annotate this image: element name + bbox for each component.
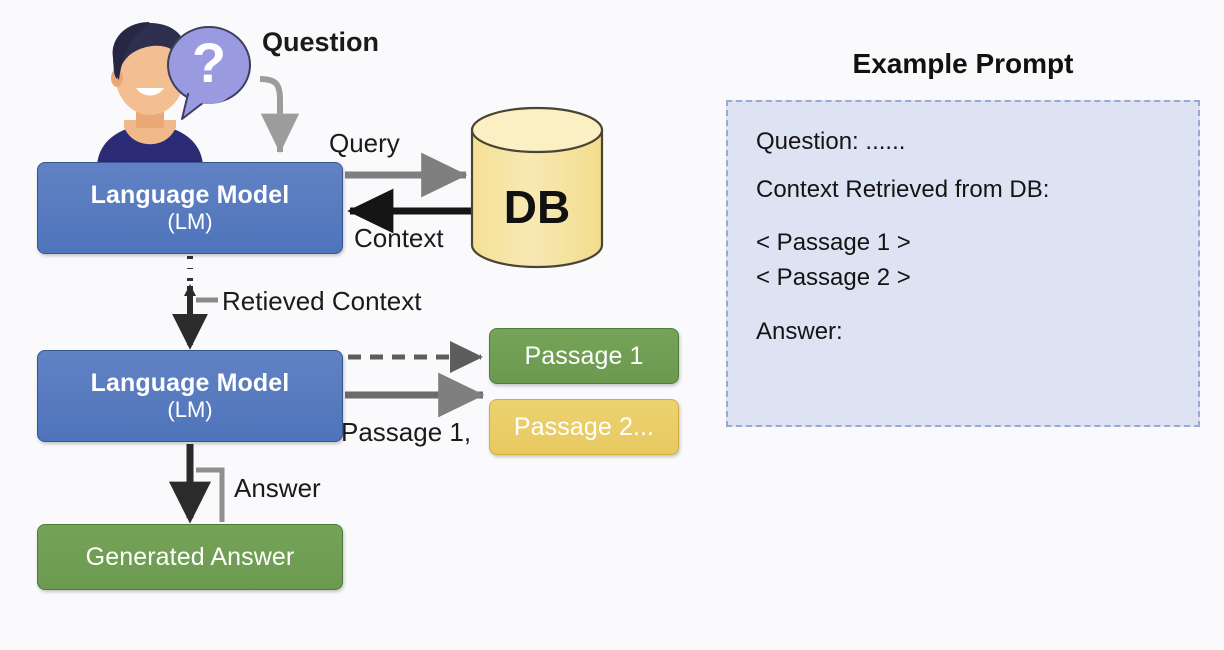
generated-answer-box[interactable]: Generated Answer <box>37 524 343 590</box>
passage-2-label: Passage 2... <box>513 413 655 441</box>
label-query: Query <box>329 128 400 158</box>
label-context: Context <box>354 223 444 253</box>
prompt-line-passage-1: < Passage 1 > <box>756 229 911 256</box>
passage-2-box[interactable]: Passage 2... <box>489 399 679 455</box>
prompt-spacer-3 <box>756 296 1182 320</box>
prompt-spacer-1 <box>756 154 1182 178</box>
passage-1-label: Passage 1 <box>524 342 644 370</box>
edge-question-to-lm <box>259 76 300 154</box>
lm-bottom-subtitle: (LM) <box>167 397 213 423</box>
language-model-bottom[interactable]: Language Model (LM) <box>37 350 343 442</box>
passage-1-box[interactable]: Passage 1 <box>489 328 679 384</box>
svg-text:DB: DB <box>504 181 570 233</box>
label-passage-1-comma: Passage 1, <box>341 417 472 447</box>
user-avatar-icon <box>97 22 203 176</box>
edge-retrieved-up-head <box>184 284 196 296</box>
svg-text:?: ? <box>192 31 226 94</box>
example-prompt-title: Example Prompt <box>852 48 1074 79</box>
label-answer: Answer <box>234 473 321 503</box>
prompt-spacer-2 <box>756 202 1182 226</box>
prompt-line-passage-2: < Passage 2 > <box>756 263 911 291</box>
prompt-line-question: Question: ...... <box>756 128 906 155</box>
language-model-top[interactable]: Language Model (LM) <box>37 162 343 254</box>
lm-top-title: Language Model <box>90 181 290 210</box>
database-cylinder-icon: DB <box>470 106 604 269</box>
label-retieved-context: Retieved Context <box>222 286 422 316</box>
generated-answer-label: Generated Answer <box>85 543 295 571</box>
example-prompt-box: Question: ...... Context Retrieved from … <box>726 100 1200 427</box>
prompt-line-answer: Answer: <box>756 317 843 345</box>
example-prompt-body: Question: ...... Context Retrieved from … <box>756 130 1182 344</box>
answer-label-leader <box>196 467 225 522</box>
lm-top-subtitle: (LM) <box>167 209 213 235</box>
question-bubble-icon: ? <box>167 26 251 120</box>
lm-bottom-title: Language Model <box>90 369 290 398</box>
label-question: Question <box>262 27 380 57</box>
prompt-line-context-header: Context Retrieved from DB: <box>756 176 1050 203</box>
